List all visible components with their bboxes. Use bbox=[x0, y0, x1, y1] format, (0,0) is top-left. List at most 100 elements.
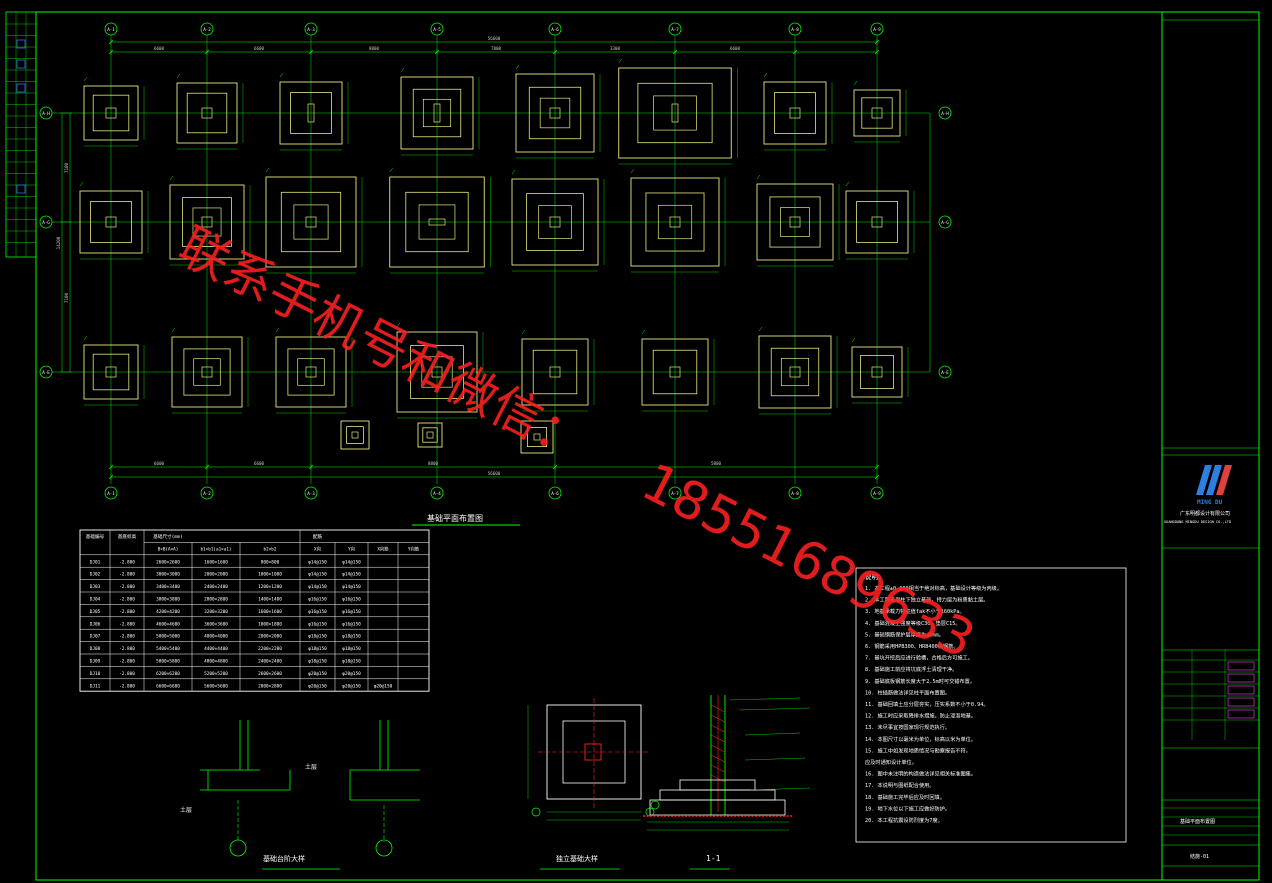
axis-label-right: A-E bbox=[941, 370, 949, 375]
table-cell: 4600×4600 bbox=[156, 621, 180, 627]
signature-stamp-icon bbox=[1227, 673, 1255, 683]
table-cell: 4800×4800 bbox=[204, 659, 228, 665]
strip-stamp-icon bbox=[16, 184, 26, 194]
pad-step-1 bbox=[774, 92, 816, 134]
pad-outline bbox=[511, 178, 599, 266]
pad-leader bbox=[515, 64, 520, 70]
table-cell: 2400×2400 bbox=[204, 584, 228, 590]
pad-outline bbox=[630, 177, 720, 267]
table-header-cell: 基础尺寸(mm) bbox=[153, 533, 182, 540]
foundation-pad-small bbox=[520, 420, 554, 454]
table-cell: 4000×4000 bbox=[204, 634, 228, 640]
table-cell: φ20@150 bbox=[374, 683, 393, 689]
company-logo-icon bbox=[1196, 465, 1232, 495]
table-cell: 2000×2000 bbox=[204, 572, 228, 578]
foundation-pad bbox=[171, 327, 249, 414]
column-stub bbox=[201, 366, 213, 378]
table-cell: 3800×3800 bbox=[156, 597, 180, 603]
table-cell: 1400×1400 bbox=[258, 597, 282, 603]
note-line: 13. 未尽事宜按国家现行规范执行。 bbox=[865, 723, 950, 731]
axis-label-top: A-2 bbox=[203, 27, 211, 32]
table-cell: -2.800 bbox=[119, 634, 135, 640]
column-stub bbox=[789, 216, 801, 228]
axis-bubble-left bbox=[39, 365, 53, 379]
foundation-pad bbox=[853, 80, 907, 143]
note-line: 18. 基础施工完毕后应及时回填。 bbox=[865, 793, 945, 801]
note-line: 20. 本工程抗震设防烈度为7度。 bbox=[865, 816, 943, 824]
axis-bubble-bottom bbox=[200, 486, 214, 500]
table-cell: φ20@150 bbox=[342, 683, 361, 689]
pad-step-1 bbox=[645, 192, 705, 252]
drawing-name: 基础平面布置图 bbox=[1180, 818, 1215, 825]
table-cell: 2200×2200 bbox=[258, 646, 282, 652]
axis-label-left: A-E bbox=[42, 370, 50, 375]
foundation-pad bbox=[511, 169, 605, 272]
table-cell: 2400×2400 bbox=[258, 659, 282, 665]
table-cell: DJ07 bbox=[90, 634, 101, 640]
pad-outline bbox=[618, 67, 732, 159]
axis-label-bottom: A-2 bbox=[203, 491, 211, 496]
pad-step-2 bbox=[418, 204, 456, 240]
pad-step-2 bbox=[653, 95, 697, 131]
section-step bbox=[659, 789, 776, 801]
foundation-pad bbox=[389, 167, 491, 274]
detail-leader bbox=[739, 707, 811, 711]
pad-outline bbox=[389, 176, 485, 268]
table-cell: -2.800 bbox=[119, 597, 135, 603]
axis-bubble-bottom bbox=[430, 486, 444, 500]
pad-leader bbox=[275, 327, 280, 333]
note-line: 4. 基础混凝土强度等级C30，垫层C15。 bbox=[865, 619, 961, 627]
section-step bbox=[679, 779, 756, 791]
axis-bubble-right bbox=[938, 365, 952, 379]
column-stub bbox=[201, 107, 213, 119]
pad-step-1 bbox=[637, 82, 713, 144]
note-line: 12. 施工时应采取降排水措施，防止浸泡地基。 bbox=[865, 712, 976, 720]
table-header-cell: 基底标高 bbox=[118, 533, 137, 540]
pad-step-1 bbox=[412, 88, 462, 138]
axis-label-right: A-H bbox=[941, 111, 949, 116]
pad-step-1 bbox=[527, 426, 548, 447]
axis-bubble-bottom bbox=[548, 486, 562, 500]
column-stub bbox=[351, 431, 359, 439]
foundation-pad bbox=[521, 329, 595, 412]
pad-leader bbox=[618, 58, 622, 64]
soil-label-1: 土层 bbox=[305, 763, 317, 771]
table-cell: φ20@150 bbox=[342, 671, 361, 677]
table-cell: -2.800 bbox=[119, 659, 135, 665]
column-stub bbox=[669, 366, 681, 378]
pad-leader bbox=[176, 73, 181, 79]
dim-text: 7800 bbox=[491, 46, 502, 51]
axis-label-top: A-9 bbox=[873, 27, 881, 32]
pad-step-1 bbox=[526, 193, 584, 251]
notes-title: 说明： bbox=[865, 572, 885, 581]
table-cell: 2000×2000 bbox=[258, 634, 282, 640]
axis-bubble-top bbox=[788, 22, 802, 36]
note-line: 9. 基础底板钢筋长度大于2.5m时可交错布置。 bbox=[865, 677, 975, 685]
drawing-number: 结施-01 bbox=[1190, 853, 1209, 860]
pad-step-1 bbox=[532, 349, 578, 395]
pad-step-1 bbox=[856, 201, 898, 243]
foundation-pad bbox=[630, 168, 726, 273]
axis-label-bottom: A-1 bbox=[107, 491, 115, 496]
table-cell: DJ02 bbox=[90, 572, 101, 578]
column-stub bbox=[431, 366, 443, 378]
left-strip-content bbox=[6, 12, 36, 257]
foundation-pad bbox=[275, 327, 353, 414]
foundation-details bbox=[200, 695, 811, 870]
pad-leader bbox=[851, 337, 856, 343]
pad-outline bbox=[176, 82, 238, 144]
detail-axis-bubble bbox=[375, 839, 393, 857]
axis-label-bottom: A-6 bbox=[551, 491, 559, 496]
axis-bubble-bottom bbox=[104, 486, 118, 500]
table-subheader-cell: Y向筋 bbox=[408, 545, 420, 552]
pad-leader bbox=[279, 72, 284, 78]
company-en: GUANGDONG MINGDU DESIGN CO.,LTD bbox=[1164, 520, 1231, 524]
axis-label-top: A-5 bbox=[433, 27, 441, 32]
column-stub bbox=[871, 107, 883, 119]
dim-text: 8800 bbox=[369, 46, 380, 51]
title-block bbox=[1161, 12, 1259, 880]
pad-detail-title: 独立基础大样 bbox=[556, 854, 598, 863]
detail-axis-bubble bbox=[650, 800, 660, 810]
column-stub bbox=[871, 366, 883, 378]
axis-label-top: A-8 bbox=[791, 27, 799, 32]
